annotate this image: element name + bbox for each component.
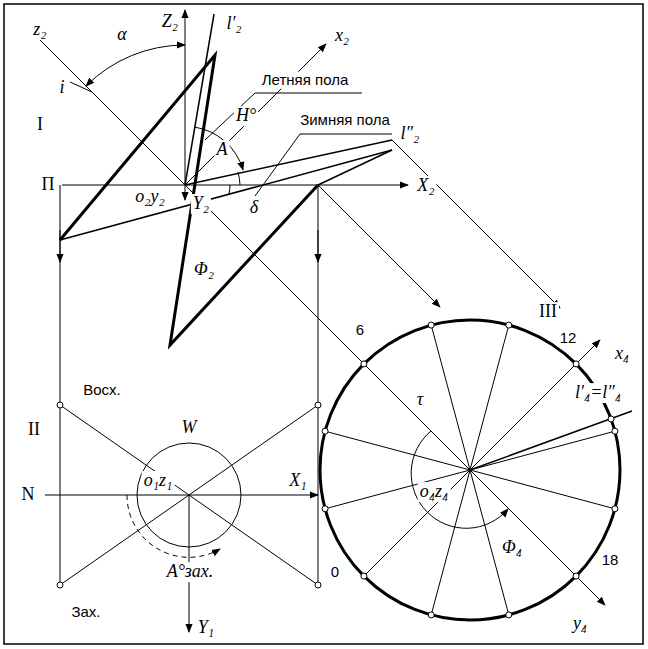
axis-label: Z₂	[160, 12, 180, 32]
axis-label: X₁	[287, 471, 308, 491]
region-label: П	[40, 175, 57, 195]
axis-label: o₄z₄	[418, 482, 451, 502]
axis-label: W	[180, 418, 199, 438]
hour-number: 18	[600, 552, 621, 569]
region-label: III	[537, 302, 559, 322]
hour-number: 0	[329, 564, 341, 581]
region-label: I	[35, 115, 45, 135]
axis-label: l′₂	[224, 14, 243, 34]
axis-label: τ	[415, 390, 425, 410]
projection-II	[45, 402, 321, 632]
axis-label: Y₂	[191, 194, 211, 214]
axis-label: Y₁	[196, 618, 216, 638]
axis-label: H°	[234, 106, 258, 126]
projection-III	[320, 320, 632, 620]
axis-label: y₄	[571, 614, 589, 634]
hour-number: 12	[558, 330, 579, 347]
note-label: Восх.	[81, 382, 123, 399]
axis-label: o₁z₁	[142, 471, 175, 491]
axis-label: z₂	[31, 20, 48, 40]
axis-label: Φ₂	[192, 260, 216, 280]
axis-label: x₄	[613, 344, 631, 364]
axis-label: A	[215, 140, 230, 160]
hour-number: 6	[354, 322, 366, 339]
region-label: II	[26, 420, 42, 440]
axis-label: X₂	[415, 176, 436, 196]
axis-label: x₂	[333, 26, 351, 46]
axis-label: δ	[248, 198, 260, 218]
axis-label: α	[115, 25, 128, 45]
axis-label: l″₂	[399, 124, 422, 144]
frame	[4, 4, 643, 644]
axis-label: o₂y₂	[133, 187, 167, 207]
axis-label: A°зах.	[165, 562, 216, 582]
note-label: Зах.	[69, 604, 102, 621]
axis-label: i	[57, 78, 66, 98]
region-label: N	[20, 485, 37, 505]
axis-label: Φ₄	[500, 538, 524, 558]
note-label: Летняя пола	[260, 72, 350, 89]
note-label: Зимняя пола	[298, 112, 392, 129]
axis-label: l′₄=l″₄	[573, 383, 623, 403]
projection-I	[40, 10, 605, 605]
